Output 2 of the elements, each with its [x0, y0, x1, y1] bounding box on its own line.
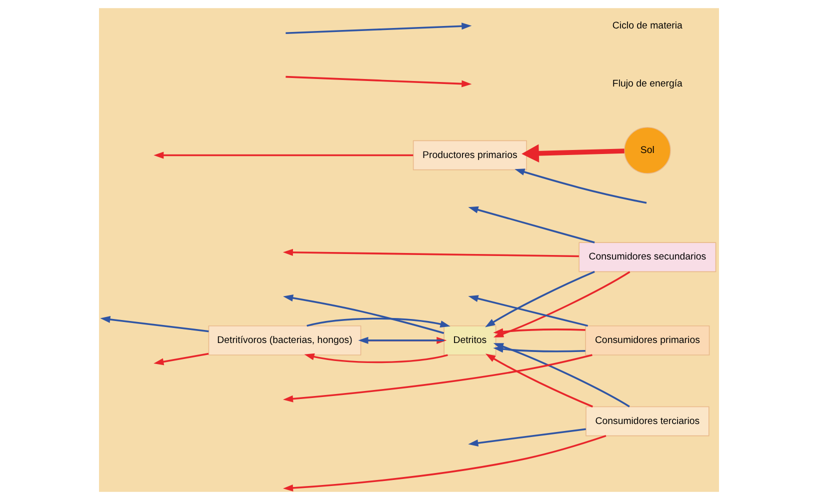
legend-label: Flujo de energía	[612, 78, 682, 90]
legend-label: Ciclo de materia	[612, 20, 682, 32]
